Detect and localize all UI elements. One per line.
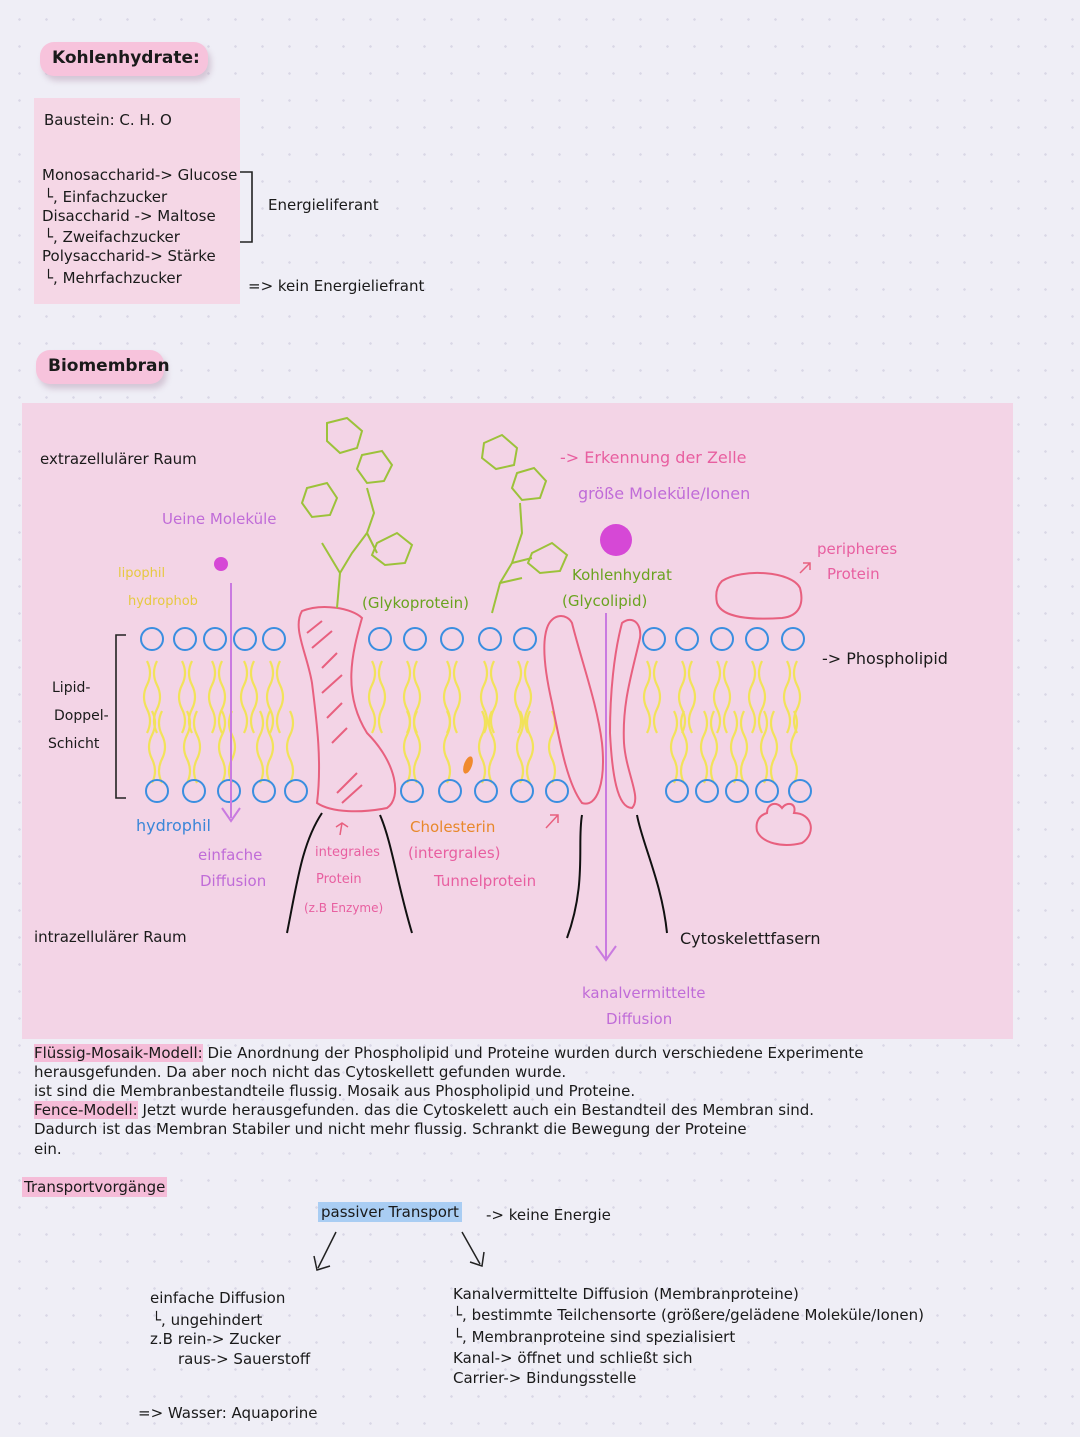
label-channel-diffusion-2: Diffusion bbox=[606, 1010, 673, 1028]
carbs-baustein: Baustein: C. H. O bbox=[44, 111, 172, 129]
bilayer-bracket bbox=[115, 634, 126, 799]
peripheral-protein-bottom bbox=[755, 802, 812, 846]
fence-model-line-3: ein. bbox=[34, 1140, 62, 1158]
glycolipid-chain bbox=[480, 433, 569, 614]
label-glycolipid: (Glycolipid) bbox=[562, 592, 648, 610]
fluid-model-line-3: ist sind die Membranbestandteile flussig… bbox=[34, 1082, 636, 1100]
simple-diffusion-line-3: z.B rein-> Zucker bbox=[150, 1330, 281, 1348]
carbs-line-1: Monosaccharid-> Glucose bbox=[42, 166, 238, 184]
membrane-title: Biomembran bbox=[36, 350, 170, 384]
passive-no-energy: -> keine Energie bbox=[486, 1206, 611, 1224]
fluid-model-line-1: Flüssig-Mosaik-Modell: Die Anordnung der… bbox=[34, 1044, 934, 1064]
integral-pointer bbox=[335, 822, 349, 836]
label-channel-diffusion-1: kanalvermittelte bbox=[582, 984, 706, 1002]
channel-diffusion-line-2: └, bestimmte Teilchensorte (größere/gelä… bbox=[453, 1306, 924, 1324]
label-simple-diffusion-2: Diffusion bbox=[200, 872, 267, 890]
label-intracellular: intrazellulärer Raum bbox=[34, 928, 187, 946]
passive-transport-label: passiver Transport bbox=[318, 1202, 462, 1222]
fluid-model-line-2: herausgefunden. Da aber noch nicht das C… bbox=[34, 1063, 567, 1081]
simple-diffusion-line-1: einfache Diffusion bbox=[150, 1289, 286, 1307]
label-integral-2: Protein bbox=[316, 872, 362, 887]
carbs-line-6: └, Mehrfachzucker bbox=[44, 269, 182, 287]
label-tunnel-2: Tunnelprotein bbox=[434, 872, 537, 890]
carbs-energy: Energieliferant bbox=[268, 196, 379, 214]
fluid-model-label: Flüssig-Mosaik-Modell: bbox=[34, 1044, 203, 1062]
transport-title: Transportvorgänge bbox=[22, 1177, 168, 1197]
lipid-heads bbox=[140, 627, 812, 803]
simple-diffusion-arrow bbox=[221, 583, 241, 823]
channel-diffusion-line-3: └, Membranproteine sind spezialisiert bbox=[453, 1328, 736, 1346]
label-peripheral-2: Protein bbox=[827, 565, 880, 583]
carbs-line-3: Disaccharid -> Maltose bbox=[42, 207, 216, 225]
label-recognition: -> Erkennung der Zelle bbox=[560, 448, 747, 467]
simple-diffusion-line-2: └, ungehindert bbox=[152, 1311, 263, 1329]
small-molecule-dot bbox=[214, 557, 228, 571]
label-tunnel-1: (intergrales) bbox=[408, 844, 501, 862]
lipid-tails bbox=[142, 660, 802, 784]
label-carbohydrate: Kohlenhydrat bbox=[572, 566, 672, 584]
fence-model-text-1: Jetzt wurde herausgefunden. das die Cyto… bbox=[137, 1101, 815, 1119]
label-small-molecules: Ueine Moleküle bbox=[162, 510, 277, 528]
label-simple-diffusion-1: einfache bbox=[198, 846, 263, 864]
peripheral-pointer bbox=[799, 562, 811, 574]
channel-diffusion-line-1: Kanalvermittelte Diffusion (Membranprote… bbox=[453, 1285, 799, 1303]
channel-diffusion-line-5: Carrier-> Bindungsstelle bbox=[453, 1369, 637, 1387]
carbs-no-energy: => kein Energieliefrant bbox=[248, 277, 425, 295]
label-integral-3: (z.B Enzyme) bbox=[304, 901, 384, 915]
integral-protein bbox=[297, 606, 397, 813]
fence-model-line-2: Dadurch ist das Membran Stabiler und nic… bbox=[34, 1120, 747, 1138]
label-extracellular: extrazellulärer Raum bbox=[40, 450, 197, 468]
simple-diffusion-line-4: raus-> Sauerstoff bbox=[178, 1350, 311, 1368]
carbs-line-4: └, Zweifachzucker bbox=[44, 228, 180, 246]
transport-arrows bbox=[313, 1231, 485, 1271]
tunnel-protein bbox=[543, 615, 642, 810]
glycoprotein-chain bbox=[300, 416, 414, 609]
carbs-bracket bbox=[240, 171, 253, 243]
carbs-title: Kohlenhydrate: bbox=[40, 42, 208, 76]
large-molecule-dot bbox=[600, 524, 632, 556]
label-large-molecules: größe Moleküle/Ionen bbox=[578, 484, 751, 503]
label-integral-1: integrales bbox=[315, 845, 380, 860]
label-peripheral-1: peripheres bbox=[817, 540, 898, 558]
fence-model-line-1: Fence-Modell: Jetzt wurde herausgefunden… bbox=[34, 1101, 934, 1121]
cholesterol-mark bbox=[463, 756, 473, 774]
channel-diffusion-line-4: Kanal-> öffnet und schließt sich bbox=[453, 1349, 693, 1367]
label-lipid-1: Lipid- bbox=[52, 680, 91, 696]
carbs-line-2: └, Einfachzucker bbox=[44, 188, 168, 206]
label-hydrophob: hydrophob bbox=[128, 594, 198, 609]
membrane-diagram bbox=[115, 416, 812, 962]
channel-diffusion-arrow bbox=[595, 613, 617, 962]
water-aquaporine: => Wasser: Aquaporine bbox=[138, 1404, 318, 1422]
fence-model-label: Fence-Modell: bbox=[34, 1101, 138, 1119]
membrane-diagram-bg bbox=[22, 403, 1013, 1039]
tunnel-pointer bbox=[545, 814, 559, 829]
label-cholesterol: Cholesterin bbox=[410, 818, 496, 836]
peripheral-protein-top bbox=[715, 571, 803, 620]
carbs-line-5: Polysaccharid-> Stärke bbox=[42, 247, 216, 265]
label-glycoprotein: (Glykoprotein) bbox=[362, 594, 470, 612]
label-hydrophil: hydrophil bbox=[136, 816, 211, 835]
carbs-box bbox=[34, 98, 240, 304]
label-lipid-3: Schicht bbox=[48, 736, 100, 752]
label-phospholipid: -> Phospholipid bbox=[822, 649, 948, 668]
fluid-model-text-1: Die Anordnung der Phospholipid und Prote… bbox=[202, 1044, 864, 1062]
cytoskeleton-fibers bbox=[286, 812, 668, 939]
label-lipid-2: Doppel- bbox=[54, 708, 109, 724]
label-lipophil: lipophil bbox=[118, 566, 166, 581]
label-cytoskeleton: Cytoskelettfasern bbox=[680, 929, 821, 948]
